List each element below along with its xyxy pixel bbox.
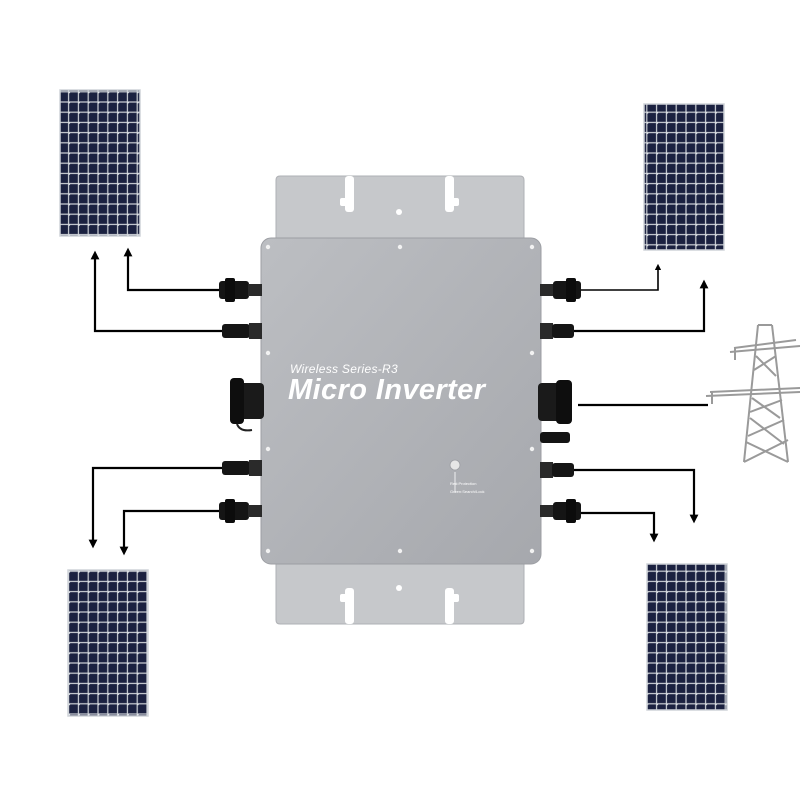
inverter-series-label: Wireless Series-R3 <box>290 362 398 376</box>
wire-bottom-left-lower <box>119 509 222 556</box>
led-red-legend: Red:Protection <box>450 481 477 486</box>
connector-left-4 <box>219 499 262 523</box>
ac-connector-left <box>230 378 264 432</box>
wire-top-right-lower <box>572 279 709 333</box>
connector-left-1 <box>219 278 262 302</box>
wire-top-left-outer <box>123 247 222 292</box>
connector-right-3 <box>540 462 574 478</box>
connector-right-1 <box>540 278 581 302</box>
connector-right-4 <box>540 499 581 523</box>
connector-left-2 <box>222 323 262 339</box>
wire-bottom-right-lower <box>578 511 659 543</box>
solar-panel-bottom-right <box>646 563 728 711</box>
wire-bottom-right-upper <box>572 468 699 524</box>
status-led <box>449 459 461 493</box>
solar-panel-bottom-left <box>67 569 149 717</box>
connector-right-2 <box>540 323 574 339</box>
wire-bottom-left-upper <box>88 466 222 549</box>
wire-top-right-upper <box>578 263 662 291</box>
solar-panel-top-left <box>59 89 141 237</box>
mounting-bracket-top <box>275 175 525 241</box>
solar-panel-top-right <box>643 103 725 251</box>
wire-top-left-inner <box>90 250 222 333</box>
transmission-tower-icon <box>705 324 800 463</box>
mounting-bracket-bottom <box>275 559 525 625</box>
inverter-title: Micro Inverter <box>288 374 486 406</box>
ac-connector-right <box>538 380 572 443</box>
connector-left-3 <box>222 460 262 476</box>
led-green-legend: Green:Search/Lock <box>450 489 485 494</box>
